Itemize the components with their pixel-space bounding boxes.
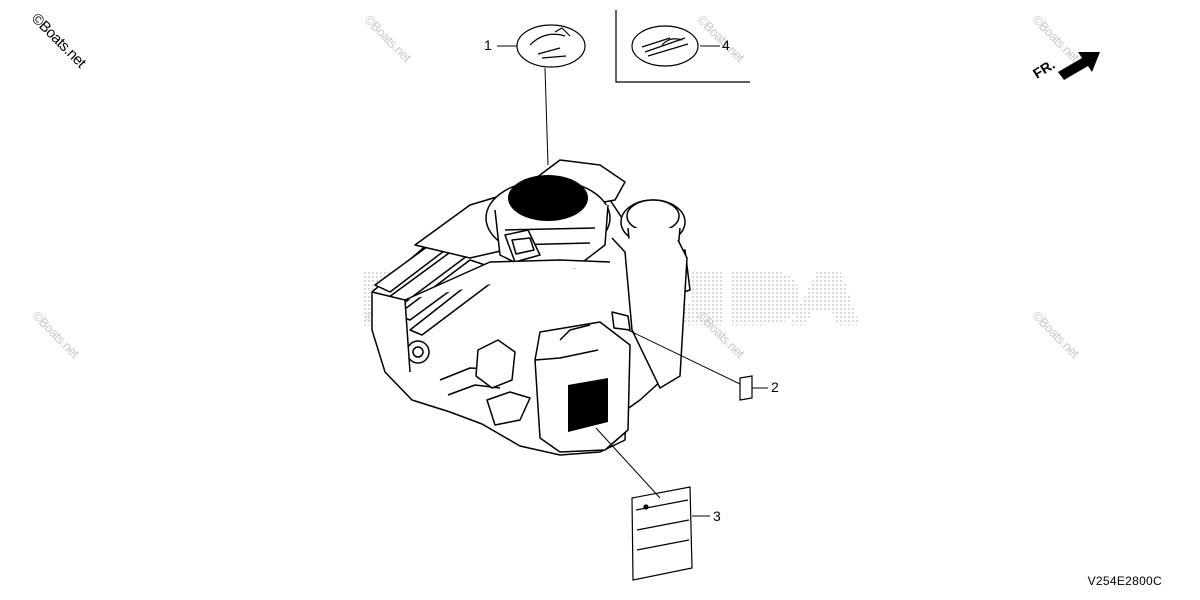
callout-4: 4 <box>722 37 730 53</box>
direction-arrow-icon <box>1058 52 1100 80</box>
part-3-label-sheet <box>631 486 693 581</box>
callout-1: 1 <box>484 37 492 53</box>
callout-2: 2 <box>771 379 779 395</box>
part-2-tag <box>739 375 753 401</box>
starter-label-black <box>508 175 588 221</box>
callout-3: 3 <box>713 508 721 524</box>
part-4-decal <box>631 25 699 67</box>
leader-lines <box>497 45 768 517</box>
part-1-decal <box>516 24 586 68</box>
muffler-label-black <box>568 378 608 432</box>
diagram-code: V254E2800C <box>1087 574 1162 588</box>
part-4-frame <box>615 10 750 83</box>
engine-body <box>371 159 691 456</box>
